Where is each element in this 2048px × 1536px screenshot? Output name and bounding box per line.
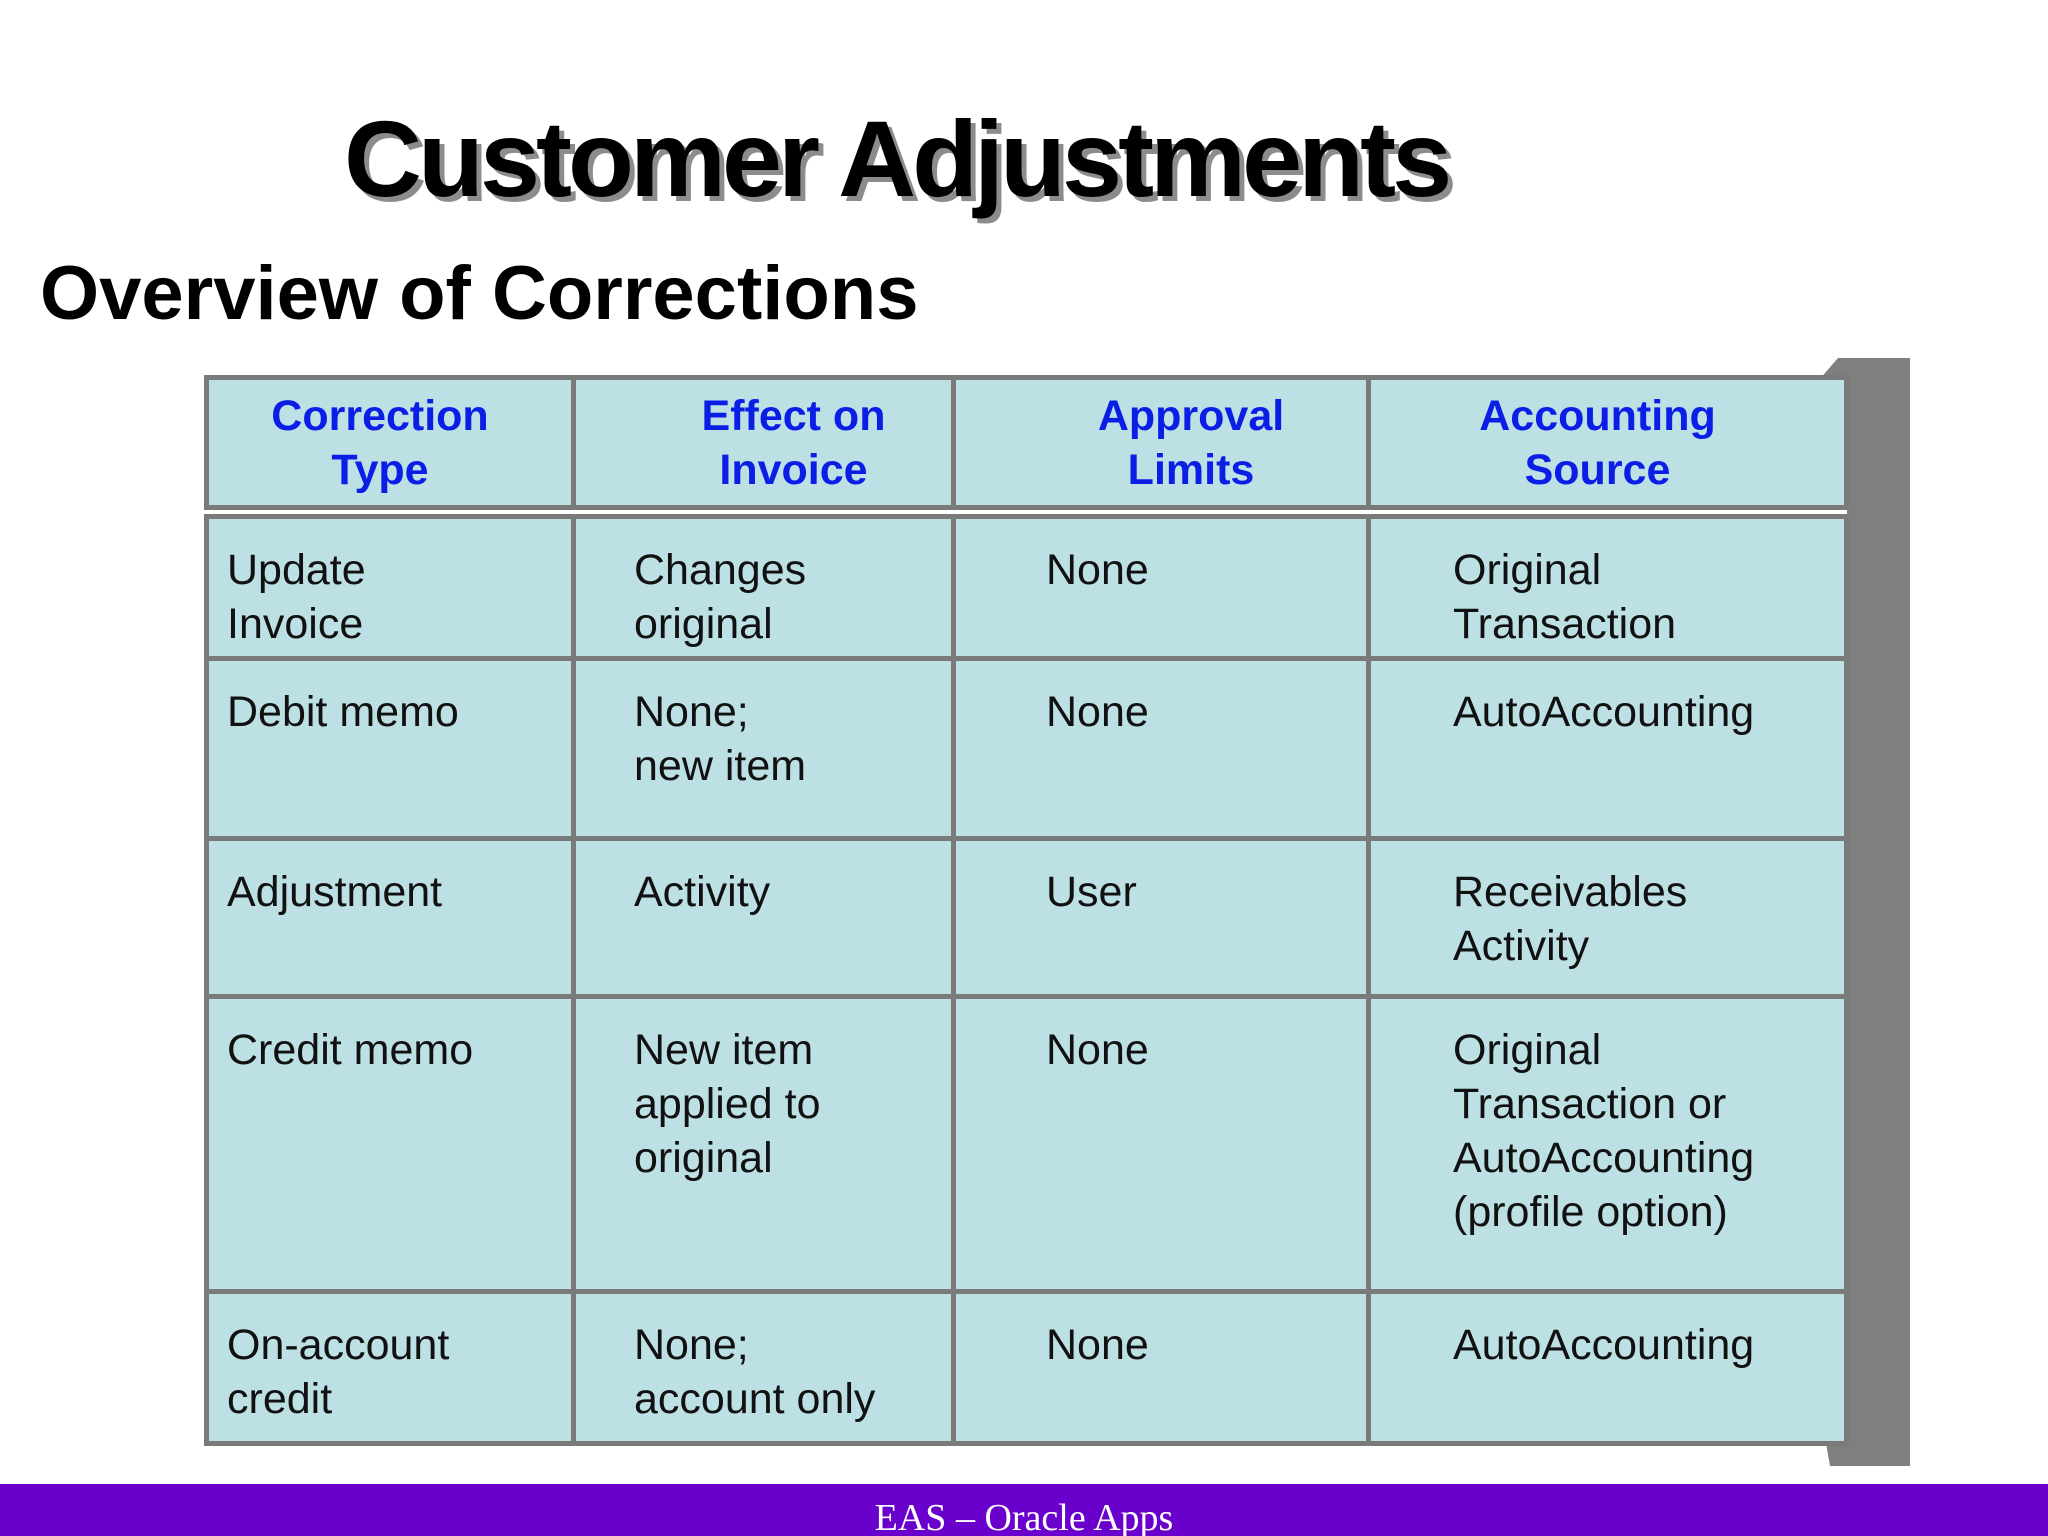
- cell-correction-type: Credit memo: [204, 994, 576, 1295]
- cell-correction-type: Update Invoice: [204, 514, 576, 661]
- header-accounting-source: Accounting Source: [1366, 375, 1849, 510]
- table-row: On-account credit None; account only Non…: [204, 1289, 1849, 1446]
- corrections-table-container: Correction Type Effect on Invoice Approv…: [204, 375, 1849, 1446]
- cell-effect-on-invoice: None; new item: [571, 655, 956, 841]
- footer-bar: EAS – Oracle Apps: [0, 1484, 2048, 1536]
- cell-approval-limits: None: [951, 514, 1371, 661]
- header-effect-on-invoice: Effect on Invoice: [571, 375, 956, 510]
- cell-correction-type: On-account credit: [204, 1289, 576, 1446]
- cell-accounting-source: Original Transaction: [1366, 514, 1849, 661]
- cell-correction-type: Adjustment: [204, 835, 576, 1000]
- cell-effect-on-invoice: Changes original: [571, 514, 956, 661]
- table-row: Debit memo None; new item None AutoAccou…: [204, 655, 1849, 841]
- cell-accounting-source: AutoAccounting: [1366, 655, 1849, 841]
- cell-accounting-source: Original Transaction or AutoAccounting (…: [1366, 994, 1849, 1295]
- header-spacer: [206, 504, 1847, 520]
- cell-effect-on-invoice: New item applied to original: [571, 994, 956, 1295]
- table-row: Adjustment Activity User Receivables Act…: [204, 835, 1849, 1000]
- footer-text: EAS – Oracle Apps: [874, 1497, 1174, 1536]
- slide-subtitle: Overview of Corrections: [40, 251, 919, 336]
- cell-approval-limits: None: [951, 994, 1371, 1295]
- cell-approval-limits: None: [951, 1289, 1371, 1446]
- cell-effect-on-invoice: Activity: [571, 835, 956, 1000]
- cell-accounting-source: AutoAccounting: [1366, 1289, 1849, 1446]
- slide-title: Customer Adjustments: [344, 98, 1452, 219]
- cell-approval-limits: None: [951, 655, 1371, 841]
- table-row: Update Invoice Changes original None Ori…: [204, 514, 1849, 661]
- cell-approval-limits: User: [951, 835, 1371, 1000]
- corrections-table: Correction Type Effect on Invoice Approv…: [204, 375, 1849, 1446]
- header-approval-limits: Approval Limits: [951, 375, 1371, 510]
- table-row: Credit memo New item applied to original…: [204, 994, 1849, 1295]
- header-correction-type: Correction Type: [204, 375, 576, 510]
- cell-correction-type: Debit memo: [204, 655, 576, 841]
- cell-accounting-source: Receivables Activity: [1366, 835, 1849, 1000]
- cell-effect-on-invoice: None; account only: [571, 1289, 956, 1446]
- table-header-row: Correction Type Effect on Invoice Approv…: [204, 375, 1849, 510]
